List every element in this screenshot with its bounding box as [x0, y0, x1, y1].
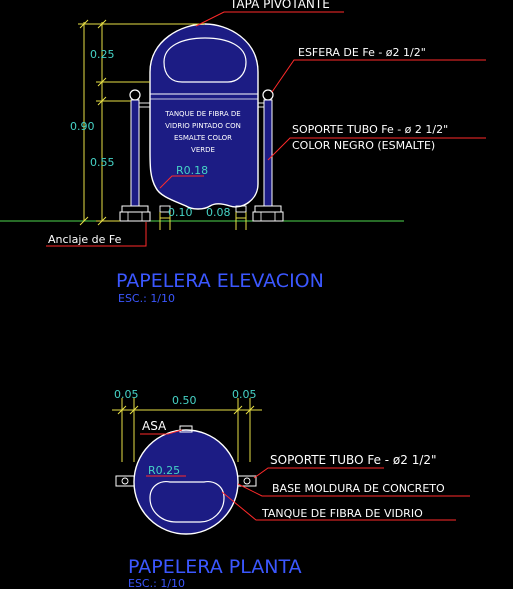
left-support — [119, 89, 151, 222]
right-pivot — [257, 102, 265, 108]
leader-radius — [159, 175, 204, 189]
plan-dim-right: 0.05 — [232, 388, 257, 401]
dim-base-left: 0.10 — [168, 206, 193, 219]
tank-base — [159, 205, 171, 213]
plan-leaders — [140, 429, 470, 521]
plan-title: PAPELERA PLANTA — [128, 556, 302, 578]
plan-dim-center: 0.50 — [172, 394, 197, 407]
plan-support-left — [115, 475, 135, 487]
leader-plan-tanque — [221, 491, 456, 521]
plan-support-left-tube — [121, 477, 129, 485]
plan-label-tanque: TANQUE DE FIBRA DE VIDRIO — [261, 507, 423, 520]
tank-text-4: VERDE — [191, 146, 215, 154]
left-sphere — [129, 89, 141, 101]
left-base-block — [119, 211, 151, 222]
lid-bulge — [163, 37, 247, 83]
plan-opening — [149, 481, 225, 523]
plan-label-soporte: SOPORTE TUBO Fe - ø2 1/2" — [270, 453, 437, 467]
plan-dimensions — [112, 398, 262, 462]
elevation-dimensions — [78, 19, 247, 230]
plan-support-right-tube — [243, 477, 251, 485]
right-sphere — [262, 89, 274, 101]
tank-text-3: ESMALTE COLOR — [174, 134, 232, 142]
leader-esfera — [271, 59, 486, 93]
label-soporte-1: SOPORTE TUBO Fe - ø 2 1/2" — [292, 123, 448, 136]
leader-soporte — [267, 137, 486, 161]
elevation-leaders — [46, 11, 486, 247]
tank-base-right — [235, 205, 247, 213]
tank-body — [149, 23, 259, 210]
tank-text-1: TANQUE DE FIBRA DE — [164, 110, 240, 118]
left-base-plate — [121, 205, 149, 213]
tank-text-2: VIDRIO PINTADO CON — [165, 122, 241, 130]
leader-asa — [140, 429, 183, 435]
left-tube — [130, 99, 140, 207]
right-tube — [263, 99, 273, 207]
label-soporte-2: COLOR NEGRO (ESMALTE) — [292, 139, 435, 152]
elevation-title: PAPELERA ELEVACION — [116, 270, 324, 292]
elevation-scale: ESC.: 1/10 — [118, 292, 175, 305]
right-base-plate — [254, 205, 282, 213]
plan-label-asa: ASA — [142, 419, 167, 433]
leader-plan-soporte — [253, 467, 384, 479]
dim-base-right: 0.08 — [206, 206, 231, 219]
right-base-block — [252, 211, 284, 222]
leader-plan-base — [237, 483, 470, 497]
plan-scale: ESC.: 1/10 — [128, 577, 185, 589]
plan-support-right — [237, 475, 257, 487]
right-support — [252, 89, 284, 222]
dim-total: 0.90 — [70, 120, 95, 133]
plan-view: 0.05 0.50 0.05 R0.25 ASA SOPORTE TUBO Fe… — [112, 388, 470, 589]
plan-label-base: BASE MOLDURA DE CONCRETO — [272, 482, 445, 495]
elevation-view: TAPA PIVOTANTE ESFERA DE Fe - ø2 1/2" SO… — [0, 0, 486, 305]
left-pivot — [138, 102, 151, 108]
plan-dim-radius: R0.25 — [148, 464, 180, 477]
plan-dim-left: 0.05 — [114, 388, 139, 401]
dim-radius: R0.18 — [176, 164, 208, 177]
dim-top: 0.25 — [90, 48, 115, 61]
dim-mid: 0.55 — [90, 156, 115, 169]
label-anclaje: Anclaje de Fe — [48, 233, 122, 246]
leader-anclaje — [46, 222, 147, 247]
label-esfera: ESFERA DE Fe - ø2 1/2" — [298, 46, 426, 59]
leader-tapa — [195, 11, 344, 27]
plan-handle — [179, 425, 193, 433]
label-tapa: TAPA PIVOTANTE — [229, 0, 330, 11]
